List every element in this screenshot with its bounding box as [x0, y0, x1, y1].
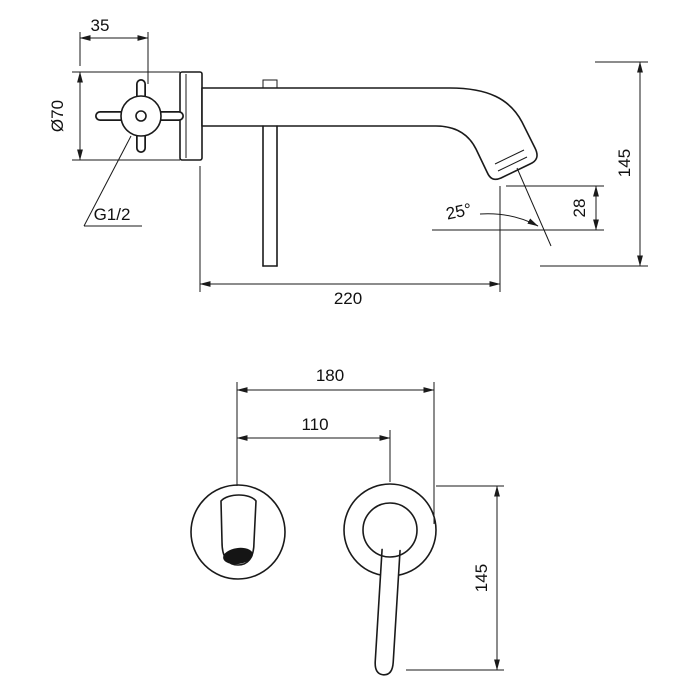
dim-handle-offset: 35 [79, 16, 149, 84]
cross-handle [95, 79, 184, 153]
mixer-trim-ring [362, 502, 418, 558]
handle-hub-center [135, 110, 147, 122]
mixer-lever [374, 548, 401, 676]
angle-arc-arrow [479, 213, 539, 227]
spout-set-screw [262, 79, 278, 89]
dim-label-outlet-drop: 28 [570, 199, 589, 218]
dim-overall-width: 180 [236, 366, 435, 524]
dim-label-handle-offset: 35 [91, 16, 110, 35]
side-view: 35 Ø70 G1/2 25° 28 [48, 16, 648, 308]
dim-label-overall-width: 180 [316, 366, 344, 385]
thread-label: G1/2 [94, 205, 131, 224]
spout-outlet-hole [223, 547, 253, 565]
front-view: 180 110 145 [190, 366, 504, 676]
dim-lever-height: 145 [406, 485, 504, 671]
dim-label-lever-height: 145 [472, 564, 491, 592]
dim-plate-diameter: Ø70 [48, 71, 180, 161]
dim-label-total-height: 145 [615, 149, 634, 177]
dim-label-spout-reach: 220 [334, 289, 362, 308]
dim-label-centers-spacing: 110 [301, 415, 328, 434]
thread-callout: G1/2 [83, 135, 142, 227]
dim-centers-spacing: 110 [236, 415, 391, 482]
dim-spout-reach: 220 [199, 166, 501, 308]
dim-total-height: 145 [540, 61, 648, 267]
dim-label-plate-diameter: Ø70 [48, 100, 67, 132]
aerator-seam-2 [494, 149, 525, 165]
dim-label-outlet-angle: 25° [444, 200, 473, 224]
aerator-seam [497, 156, 528, 172]
supply-pipe [262, 125, 278, 267]
dim-outlet-angle: 25° [432, 167, 604, 247]
spout [201, 87, 538, 181]
dim-outlet-drop: 28 [506, 185, 604, 231]
